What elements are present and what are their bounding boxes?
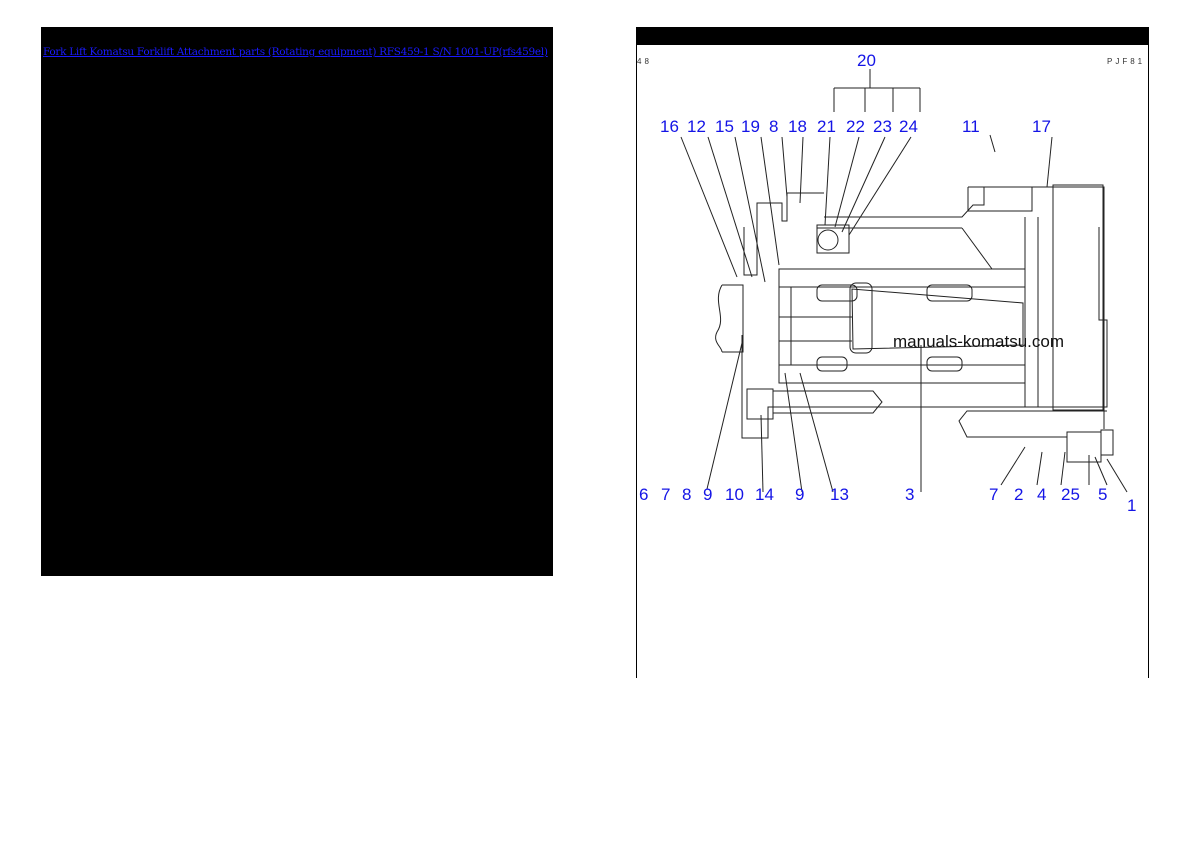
callout-12: 12 [687, 117, 706, 136]
callout-25: 25 [1061, 485, 1080, 504]
callout-9-left: 9 [703, 485, 713, 504]
callout-21: 21 [817, 117, 836, 136]
callout-3: 3 [905, 485, 915, 504]
callout-24: 24 [899, 117, 918, 136]
callout-7-left: 7 [661, 485, 671, 504]
callout-19: 19 [741, 117, 760, 136]
diagram-corner-code-right: PJF81 [1107, 57, 1146, 66]
watermark-text: manuals-komatsu.com [893, 332, 1065, 351]
callout-7-right: 7 [989, 485, 999, 504]
callout-6: 6 [639, 485, 649, 504]
callout-16: 16 [660, 117, 679, 136]
callout-20: 20 [857, 51, 876, 70]
callout-10: 10 [725, 485, 744, 504]
callout-1: 1 [1127, 496, 1137, 515]
callout-15: 15 [715, 117, 734, 136]
diagram-corner-code-left: 48 [637, 57, 652, 66]
callout-13: 13 [830, 485, 849, 504]
callout-2: 2 [1014, 485, 1024, 504]
callout-8-bottom: 8 [682, 485, 692, 504]
callout-8-top: 8 [769, 117, 779, 136]
parts-title-link[interactable]: Fork Lift Komatsu Forklift Attachment pa… [43, 46, 548, 58]
callout-4: 4 [1037, 485, 1047, 504]
callout-11: 11 [962, 117, 980, 136]
parts-diagram-panel: 48 PJF81 [636, 27, 1149, 678]
callout-22: 22 [846, 117, 865, 136]
diagram-header-bar [637, 27, 1148, 45]
callout-14: 14 [755, 485, 774, 504]
black-content-panel: Fork Lift Komatsu Forklift Attachment pa… [41, 27, 553, 576]
callout-17: 17 [1032, 117, 1051, 136]
callout-23: 23 [873, 117, 892, 136]
callout-5: 5 [1098, 485, 1108, 504]
callout-9-right: 9 [795, 485, 805, 504]
exploded-parts-drawing [680, 69, 1128, 493]
callout-18: 18 [788, 117, 807, 136]
